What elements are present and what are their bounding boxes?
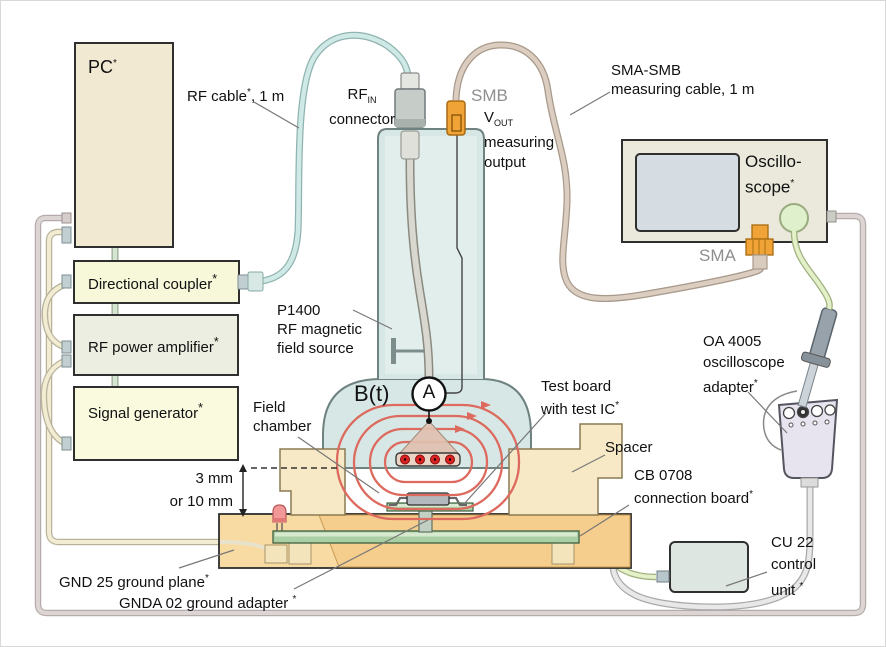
directional-coupler-label: Directional coupler* bbox=[88, 271, 218, 293]
leader-gnd25 bbox=[178, 549, 235, 569]
test-ic-leads bbox=[389, 496, 467, 507]
inner-feed-cable bbox=[407, 158, 432, 379]
amp-left-port bbox=[61, 340, 72, 354]
leader-rf-cable bbox=[253, 101, 300, 129]
footnote-marker: * bbox=[198, 401, 203, 415]
t-fixture bbox=[391, 338, 425, 364]
cu22-label: CU 22 control unit * bbox=[771, 534, 817, 599]
smb-connector bbox=[446, 100, 466, 136]
rf-cable-label: RF cable*, 1 m bbox=[187, 87, 285, 105]
leader-sma-smb bbox=[569, 91, 611, 116]
rf-in-connector-label: RFIN connector bbox=[329, 86, 395, 128]
scope-usb-port bbox=[826, 210, 837, 223]
led bbox=[272, 504, 287, 531]
leader-p1400 bbox=[352, 309, 393, 330]
footnote-marker: * bbox=[113, 58, 117, 69]
leader-field-chamber bbox=[297, 436, 380, 494]
amp-left-port2 bbox=[61, 354, 72, 368]
leader-oa4005 bbox=[747, 391, 788, 434]
pc-label: PC* bbox=[88, 57, 117, 77]
cu22-control-unit-box bbox=[669, 541, 749, 593]
footnote-marker: * bbox=[749, 489, 753, 500]
probe-cable bbox=[792, 230, 832, 310]
cone-apex-dot bbox=[426, 418, 432, 424]
probe-cable bbox=[790, 230, 833, 311]
footnote-marker: * bbox=[753, 378, 758, 389]
footnote-marker: * bbox=[615, 400, 620, 411]
coupler-rf-out-plug bbox=[247, 271, 264, 292]
signal-generator-label: Signal generator* bbox=[88, 401, 203, 422]
rf-cable bbox=[261, 33, 411, 284]
leader-gnda02 bbox=[293, 519, 429, 590]
sense-wire bbox=[445, 134, 463, 394]
oscilloscope-label: Oscillo- scope* bbox=[745, 152, 802, 197]
leader-cu22 bbox=[725, 571, 768, 587]
oa4005-label: OA 4005 oscilloscope adapter* bbox=[703, 333, 785, 396]
footnote-marker: * bbox=[212, 271, 218, 286]
field-chamber-label: Field chamber bbox=[253, 399, 312, 435]
footnote-marker: * bbox=[247, 87, 251, 98]
spacer-left bbox=[279, 448, 346, 516]
spacer-label: Spacer bbox=[605, 439, 653, 456]
usb-cable bbox=[36, 214, 865, 615]
spacer-right bbox=[508, 423, 623, 516]
coupler-left-port bbox=[61, 274, 72, 289]
smb-label: SMB bbox=[471, 86, 508, 105]
gap-dimension-label: 3 mm or 10 mm bbox=[169, 470, 233, 510]
rf-power-amplifier-label: RF power amplifier* bbox=[88, 334, 219, 356]
pc-usb-port bbox=[61, 212, 72, 224]
rf-in-connector bbox=[394, 72, 426, 160]
scope-probe-port bbox=[779, 203, 809, 233]
ammeter-circle bbox=[411, 376, 447, 412]
p1400-label: P1400 RF magnetic field source bbox=[277, 302, 363, 357]
leader-lines bbox=[178, 91, 788, 590]
leader-cb0708 bbox=[579, 504, 630, 537]
gnd25-label: GND 25 ground plane* bbox=[59, 573, 209, 591]
cb0708-label: CB 0708 connection board* bbox=[634, 467, 753, 507]
oa4005-adapter bbox=[777, 398, 839, 488]
coil-bar bbox=[395, 452, 461, 467]
connection-board-top bbox=[275, 532, 577, 537]
footnote-marker: * bbox=[790, 178, 795, 189]
pc-box: PC* bbox=[74, 42, 174, 248]
coupler-rf-out-port bbox=[237, 274, 249, 290]
footnote-marker: * bbox=[213, 334, 219, 349]
gap-dimension-arrow bbox=[239, 464, 247, 517]
cu22-left-port bbox=[656, 570, 670, 583]
sma-smb-cable bbox=[453, 42, 764, 301]
ground-cable bbox=[47, 230, 220, 544]
gnda02-label: GNDA 02 ground adapter * bbox=[119, 594, 297, 612]
pc-ground-port bbox=[61, 226, 72, 244]
leader-test-board bbox=[463, 412, 547, 505]
sma-connector bbox=[745, 224, 774, 270]
slab-block bbox=[264, 544, 288, 564]
footnote-marker: * bbox=[799, 581, 804, 592]
footnote-marker: * bbox=[292, 594, 297, 605]
sma-label: SMA bbox=[699, 246, 736, 265]
sma-smb-cable-label: SMA-SMB measuring cable, 1 m bbox=[611, 62, 755, 98]
amp-siggen-cable bbox=[41, 358, 68, 446]
coil-turns bbox=[400, 454, 455, 465]
leader-spacer bbox=[571, 454, 606, 473]
ground-cable-entry bbox=[219, 540, 268, 551]
footnote-marker: * bbox=[204, 573, 209, 584]
probe-ground-clip bbox=[762, 390, 798, 451]
v-out-label: VOUT measuring output bbox=[484, 109, 555, 171]
test-board-label: Test board with test IC* bbox=[541, 378, 620, 418]
field-line-arrows bbox=[455, 401, 491, 433]
signal-generator-box: Signal generator* bbox=[73, 386, 239, 461]
ammeter-label: A bbox=[422, 382, 436, 403]
oscilloscope-screen bbox=[635, 153, 740, 232]
adapter-cable bbox=[610, 484, 813, 610]
b-field-label: B(t) bbox=[354, 381, 390, 406]
coupler-amp-cable bbox=[42, 282, 68, 350]
rf-power-amplifier-box: RF power amplifier* bbox=[73, 314, 239, 376]
siggen-left-port bbox=[61, 436, 72, 451]
